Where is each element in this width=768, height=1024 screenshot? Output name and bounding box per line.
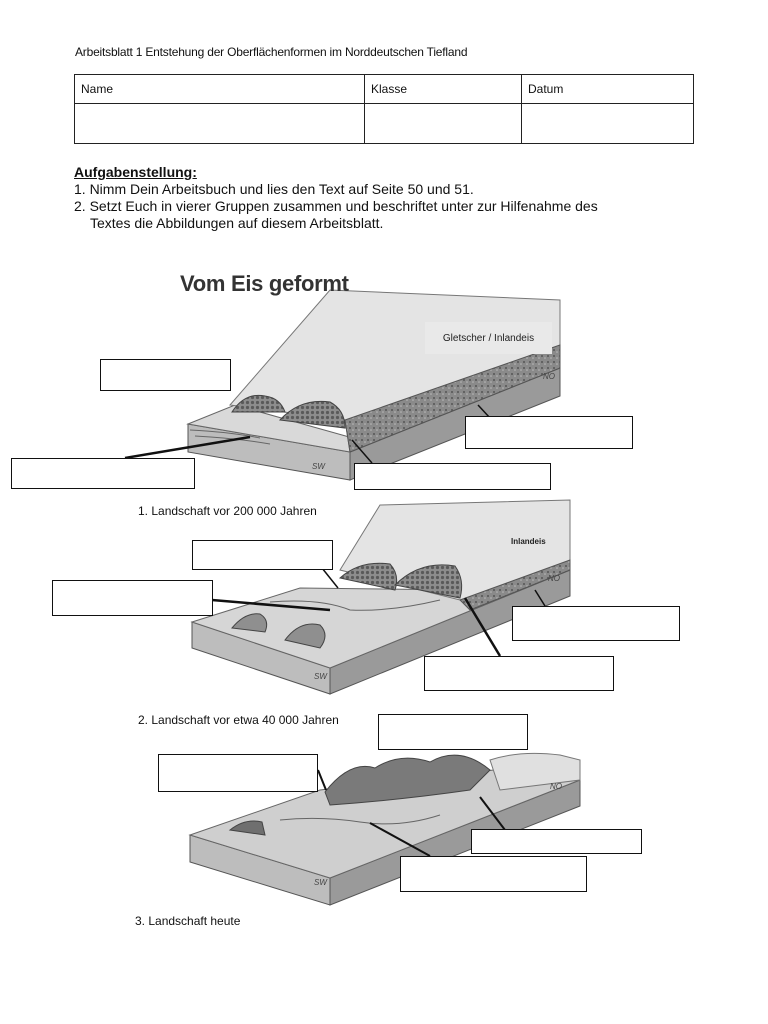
leader-line-2a [211, 598, 331, 612]
panel-2-block [190, 499, 571, 695]
student-info-table: Name Klasse Datum [74, 74, 694, 144]
name-field[interactable] [74, 103, 365, 144]
leader-line-3b [369, 822, 431, 857]
inlandeis-label: Inlandeis [511, 537, 546, 546]
datum-header: Datum [521, 74, 694, 104]
caption-3: 3. Landschaft heute [135, 914, 241, 928]
leader-line-2c [463, 597, 502, 657]
worksheet-title: Arbeitsblatt 1 Entstehung der Oberfläche… [75, 45, 468, 59]
dir-sw-2: SW [314, 672, 327, 681]
dir-no-2: NO [548, 574, 560, 583]
dir-sw-1: SW [312, 462, 325, 471]
datum-field[interactable] [521, 103, 694, 144]
dir-no-3: NO [550, 782, 562, 791]
task-item-2: 2. Setzt Euch in vierer Gruppen zusammen… [74, 198, 598, 214]
leader-line-1a [124, 435, 251, 460]
task-item-1: 1. Nimm Dein Arbeitsbuch und lies den Te… [74, 181, 474, 197]
dir-no-1: NO [543, 372, 555, 381]
label-box-1-3[interactable] [465, 416, 633, 449]
label-box-1-1[interactable] [100, 359, 231, 391]
dir-sw-3: SW [314, 878, 327, 887]
caption-2: 2. Landschaft vor etwa 40 000 Jahren [138, 713, 339, 727]
klasse-header: Klasse [364, 74, 522, 104]
label-box-1-4[interactable] [354, 463, 551, 490]
label-box-2-2[interactable] [52, 580, 213, 616]
leader-line-1c [477, 404, 491, 419]
label-box-2-1[interactable] [192, 540, 333, 570]
label-box-2-4[interactable] [424, 656, 614, 691]
figure-title: Vom Eis geformt [180, 271, 349, 296]
label-box-3-4[interactable] [400, 856, 587, 892]
label-box-3-2[interactable] [158, 754, 318, 792]
leader-line-1b [351, 439, 373, 464]
task-item-2-cont: Textes die Abbildungen auf diesem Arbeit… [90, 215, 384, 231]
task-list: 1. Nimm Dein Arbeitsbuch und lies den Te… [74, 181, 694, 232]
task-heading: Aufgabenstellung: [74, 164, 197, 180]
leader-line-2b [321, 567, 339, 589]
leader-line-2d [534, 589, 546, 607]
label-box-3-1[interactable] [378, 714, 528, 750]
name-header: Name [74, 74, 365, 104]
leader-line-3c [479, 796, 506, 831]
panel-3-block [188, 752, 581, 906]
leader-line-3a [317, 769, 327, 791]
gletscher-label: Gletscher / Inlandeis [425, 322, 552, 354]
caption-1: 1. Landschaft vor 200 000 Jahren [138, 504, 317, 518]
panel-1-block [186, 289, 561, 481]
label-box-1-2[interactable] [11, 458, 195, 489]
label-box-3-3[interactable] [471, 829, 642, 854]
label-box-2-3[interactable] [512, 606, 680, 641]
